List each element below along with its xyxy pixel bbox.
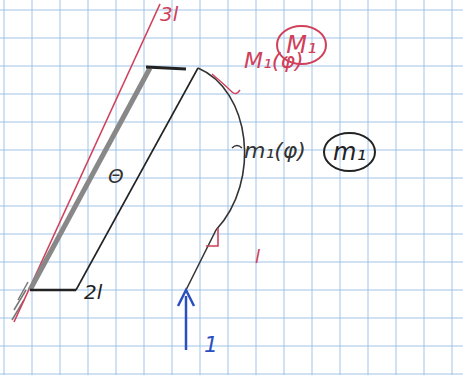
curved-member	[198, 68, 245, 230]
leader-tilde	[232, 146, 242, 149]
dimension-text: l	[255, 248, 260, 266]
member-line	[76, 68, 198, 290]
dimension-text: 2l	[84, 282, 102, 302]
dimension-line	[14, 4, 160, 322]
node-text: m₁	[322, 140, 377, 164]
right-angle-mark	[206, 228, 218, 246]
moment-label: m₁(φ)	[244, 140, 306, 162]
support-hatching	[12, 282, 28, 320]
circled-label: m₁	[322, 131, 377, 173]
arrow-head	[178, 290, 194, 306]
base-line	[30, 289, 76, 292]
inclined-member	[30, 68, 150, 290]
brace	[212, 74, 240, 94]
force-arrow	[185, 296, 188, 350]
top-line	[146, 67, 186, 69]
force-label: 1	[204, 334, 218, 356]
angle-label: Θ	[108, 166, 124, 186]
circled-label: M₁	[275, 24, 328, 66]
node-text: M₁	[275, 33, 328, 57]
lower-member	[186, 230, 216, 290]
dimension-text: 3l	[160, 4, 178, 24]
